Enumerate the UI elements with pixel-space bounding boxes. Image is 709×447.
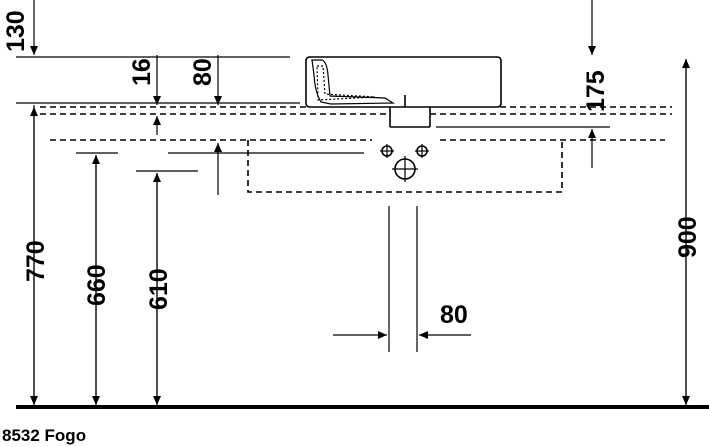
cabinet-outline <box>50 139 665 193</box>
drawing-caption: 8532 Fogo <box>2 426 86 445</box>
dim-610-label: 610 <box>145 268 173 310</box>
dim-130-label: 130 <box>2 10 30 52</box>
connection-points <box>380 144 429 182</box>
dim-660-label: 660 <box>83 264 111 306</box>
dim-16-label: 16 <box>128 58 156 86</box>
basin-outline <box>305 56 502 108</box>
dim-900-label: 900 <box>674 216 702 258</box>
dim-80-top-label: 80 <box>189 58 217 86</box>
dim-175-label: 175 <box>582 70 610 112</box>
dim-80-bottom-label: 80 <box>440 301 468 329</box>
waste-pipe <box>389 95 431 128</box>
dim-770-label: 770 <box>22 240 50 282</box>
